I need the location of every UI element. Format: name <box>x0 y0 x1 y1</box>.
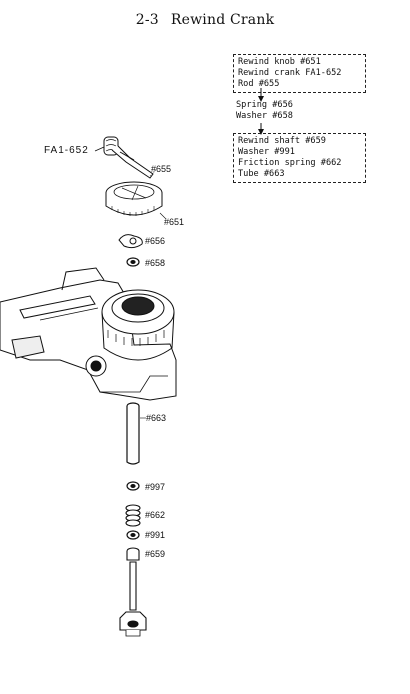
rewind-knob-part <box>105 181 163 216</box>
washer-658-part <box>126 257 140 267</box>
callout-655: #655 <box>151 164 172 174</box>
rewind-shaft-659-part <box>119 547 147 637</box>
callout-fa1-652: FA1-652 <box>44 145 89 156</box>
callout-656: #656 <box>145 236 166 246</box>
spring-656-part <box>118 234 143 249</box>
section-number: 2-3 <box>135 12 159 28</box>
callout-991: #991 <box>145 530 166 540</box>
callout-658: #658 <box>145 258 166 268</box>
group3-line-4: Tube #663 <box>238 169 285 179</box>
washer-991-part <box>126 530 140 540</box>
group2-line-1: Spring #656 <box>236 100 293 110</box>
tube-663-part <box>126 402 140 465</box>
callout-663: #663 <box>146 413 167 423</box>
rewind-crank-part <box>103 136 154 179</box>
callout-997: #997 <box>145 482 166 492</box>
friction-spring-662-part <box>125 504 141 527</box>
callout-651: #651 <box>164 217 185 227</box>
group3-line-1: Rewind shaft #659 <box>238 136 326 146</box>
camera-body <box>0 267 177 401</box>
group2-line-2: Washer #658 <box>236 111 293 121</box>
group1-line-2: Rewind crank FA1-652 <box>238 68 342 78</box>
leader-651 <box>159 212 167 220</box>
group3-box: Rewind shaft #659 Washer #991 Friction s… <box>233 133 366 183</box>
callout-659: #659 <box>145 549 166 559</box>
washer-997-part <box>126 481 140 491</box>
callout-662: #662 <box>145 510 166 520</box>
group3-line-3: Friction spring #662 <box>238 158 342 168</box>
section-title: 2-3 Rewind Crank <box>0 12 410 28</box>
group3-line-2: Washer #991 <box>238 147 295 157</box>
group1-line-1: Rewind knob #651 <box>238 57 321 67</box>
section-title-text: Rewind Crank <box>170 12 275 28</box>
leader-fa1-652 <box>94 146 105 152</box>
group1-line-3: Rod #655 <box>238 79 280 89</box>
group1-box: Rewind knob #651 Rewind crank FA1-652 Ro… <box>233 54 366 93</box>
group2: Spring #656 Washer #658 <box>236 100 293 122</box>
